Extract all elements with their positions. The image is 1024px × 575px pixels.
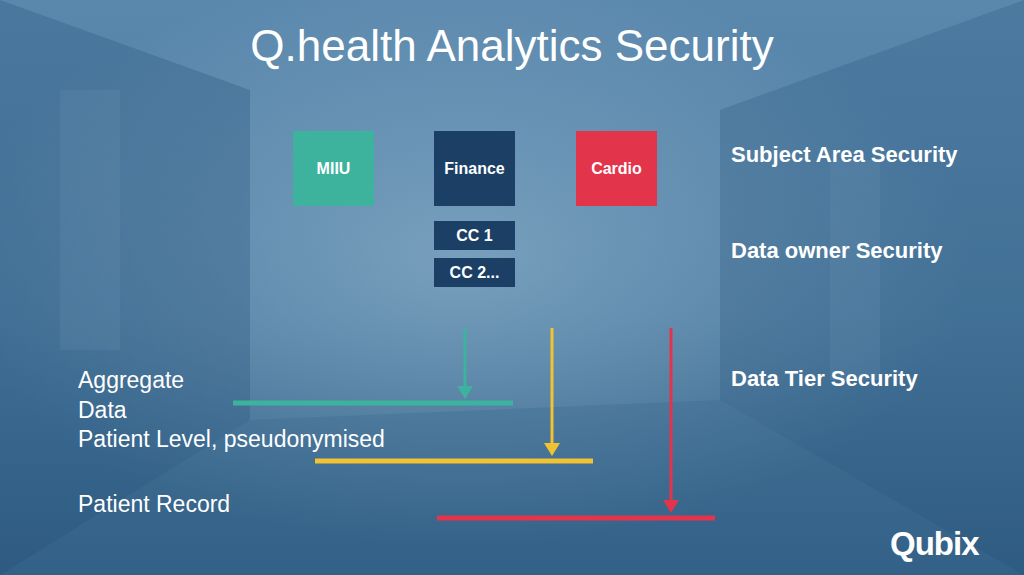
- subject-box: MIIU: [293, 131, 374, 206]
- tier-arrow: [464, 328, 467, 388]
- tier-arrow: [670, 328, 673, 502]
- box-label: Cardio: [591, 159, 642, 179]
- subject-box: Cardio: [576, 131, 657, 206]
- arrow-head: [663, 500, 679, 513]
- data-tier-label: Patient Level, pseudonymised: [78, 424, 458, 454]
- corridor-floor: [0, 400, 1024, 575]
- corridor-door: [830, 160, 880, 380]
- data-tier-label: Patient Record: [78, 489, 338, 519]
- slide-title: Q.health Analytics Security: [0, 18, 1024, 74]
- subject-box: Finance: [434, 131, 515, 206]
- data-tier-label: Aggregate Data: [78, 365, 218, 425]
- company-logo: Qubix: [890, 522, 1010, 566]
- box-label: CC 2...: [450, 263, 500, 283]
- corridor-door: [60, 90, 120, 350]
- tier-line: [437, 516, 715, 521]
- arrow-head: [457, 386, 473, 399]
- security-level-label: Data Tier Security: [731, 364, 1021, 393]
- tier-arrow: [551, 328, 554, 445]
- cost-centre-box: CC 2...: [434, 258, 515, 287]
- tier-line: [315, 459, 593, 464]
- cost-centre-box: CC 1: [434, 221, 515, 250]
- security-level-label: Subject Area Security: [731, 140, 1021, 169]
- box-label: CC 1: [456, 226, 492, 246]
- tier-line: [233, 401, 513, 406]
- box-label: MIIU: [317, 159, 351, 179]
- security-level-label: Data owner Security: [731, 236, 1021, 265]
- box-label: Finance: [444, 159, 506, 179]
- arrow-head: [544, 443, 560, 456]
